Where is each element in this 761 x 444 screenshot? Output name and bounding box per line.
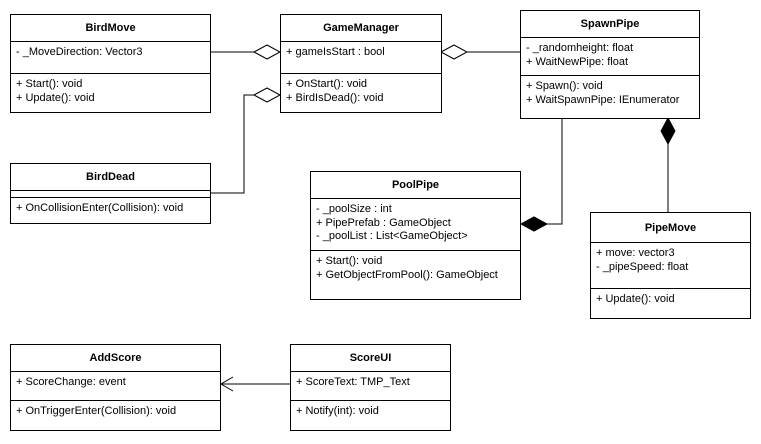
class-name: AddScore	[11, 345, 220, 372]
aggregation-diamond-icon	[252, 44, 282, 60]
operation-section: + Start(): void + Update(): void	[11, 74, 210, 108]
class-box-scoreui: ScoreUI + ScoreText: TMP_Text + Notify(i…	[290, 344, 451, 431]
attribute: + PipePrefab : GameObject	[316, 216, 451, 229]
class-name: SpawnPipe	[521, 11, 699, 38]
aggregation-diamond-icon	[439, 44, 469, 60]
composition-diamond-icon	[519, 216, 549, 232]
class-name: PoolPipe	[311, 172, 520, 199]
class-box-pipemove: PipeMove + move: vector3 - _pipeSpeed: f…	[590, 212, 751, 319]
class-box-birddead: BirdDead + OnCollisionEnter(Collision): …	[10, 163, 211, 224]
composition-diamond-icon	[660, 116, 676, 146]
attribute-section: - _MoveDirection: Vector3	[11, 42, 210, 74]
class-name: ScoreUI	[291, 345, 450, 372]
operation: + Update(): void	[16, 91, 95, 104]
attribute: + gameIsStart : bool	[286, 46, 385, 58]
class-box-gamemanager: GameManager + gameIsStart : bool + OnSta…	[280, 14, 442, 113]
class-box-addscore: AddScore + ScoreChange: event + OnTrigge…	[10, 344, 221, 431]
attribute-section: - _randomheight: float + WaitNewPipe: fl…	[521, 38, 699, 76]
operation-section: + Update(): void	[591, 289, 750, 310]
attribute-section: + ScoreText: TMP_Text	[291, 372, 450, 401]
attribute: - _poolSize : int	[316, 203, 392, 215]
attribute: + ScoreChange: event	[16, 376, 126, 388]
operation: + BirdIsDead(): void	[286, 91, 384, 104]
operation: + Update(): void	[596, 293, 675, 305]
attribute: - _pipeSpeed: float	[596, 260, 689, 273]
operation: + Start(): void	[16, 78, 83, 90]
attribute: + WaitNewPipe: float	[526, 55, 628, 68]
operation: + Start(): void	[316, 255, 383, 267]
operation-section: + OnStart(): void + BirdIsDead(): void	[281, 74, 441, 108]
operation: + OnCollisionEnter(Collision): void	[16, 202, 184, 214]
class-box-poolpipe: PoolPipe - _poolSize : int + PipePrefab …	[310, 171, 521, 300]
operation-section: + Start(): void + GetObjectFromPool(): G…	[311, 251, 520, 285]
class-name: BirdDead	[11, 164, 210, 191]
edge-birddead-gamemanager	[210, 94, 254, 194]
attribute-section: + move: vector3 - _pipeSpeed: float	[591, 243, 750, 289]
operation: + OnTriggerEnter(Collision): void	[16, 405, 177, 417]
attribute: - _poolList : List<GameObject>	[316, 230, 468, 242]
attribute-section: + ScoreChange: event	[11, 372, 220, 401]
operation-section: + Notify(int): void	[291, 401, 450, 422]
operation-section: + Spawn(): void + WaitSpawnPipe: IEnumer…	[521, 76, 699, 110]
operation: + WaitSpawnPipe: IEnumerator	[526, 93, 680, 106]
operation: + Spawn(): void	[526, 80, 603, 92]
operation: + OnStart(): void	[286, 78, 368, 90]
attribute-section: - _poolSize : int + PipePrefab : GameObj…	[311, 199, 520, 251]
attribute: + move: vector3	[596, 247, 675, 259]
class-box-birdmove: BirdMove - _MoveDirection: Vector3 + Sta…	[10, 14, 211, 113]
operation: + Notify(int): void	[296, 405, 379, 417]
edge-spawnpipe-poolpipe	[547, 118, 563, 225]
operation: + GetObjectFromPool(): GameObject	[316, 268, 498, 281]
attribute: + ScoreText: TMP_Text	[296, 376, 410, 388]
aggregation-diamond-icon	[252, 87, 282, 103]
attribute: - _randomheight: float	[526, 42, 634, 54]
class-name: BirdMove	[11, 15, 210, 42]
attribute: - _MoveDirection: Vector3	[16, 46, 143, 58]
operation-section: + OnTriggerEnter(Collision): void	[11, 401, 220, 422]
class-name: GameManager	[281, 15, 441, 42]
operation-section: + OnCollisionEnter(Collision): void	[11, 198, 210, 219]
class-box-spawnpipe: SpawnPipe - _randomheight: float + WaitN…	[520, 10, 700, 119]
class-name: PipeMove	[591, 213, 750, 243]
attribute-section	[11, 191, 210, 198]
open-arrowhead-icon	[220, 376, 234, 392]
attribute-section: + gameIsStart : bool	[281, 42, 441, 74]
